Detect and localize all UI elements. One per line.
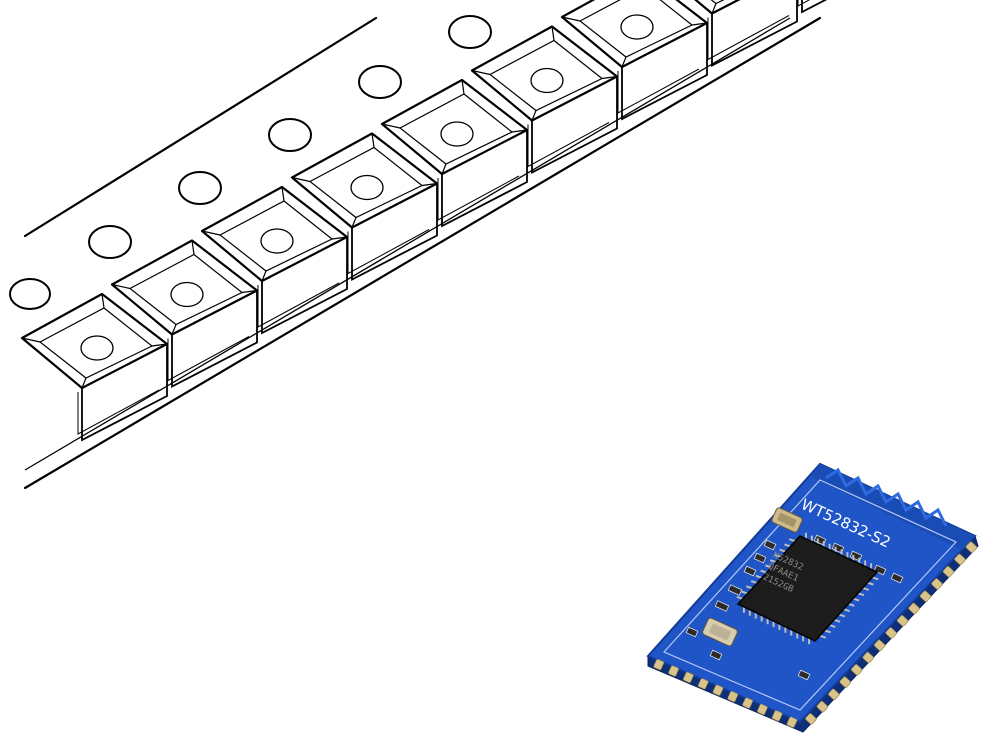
castellated-pad (771, 710, 783, 722)
chip-pin (819, 634, 827, 639)
tape-pocket (560, 0, 709, 121)
castellated-pad (873, 639, 886, 651)
bluetooth-module: WT52832-S2 (646, 462, 979, 733)
castellated-pad (942, 566, 955, 578)
castellated-pad (885, 627, 897, 639)
chip-pin (741, 590, 748, 595)
chip-pin (857, 592, 865, 597)
castellated-pad (757, 703, 768, 715)
capacitor (763, 539, 777, 551)
sprocket-hole (178, 171, 222, 205)
castellated-pad (839, 676, 851, 688)
crystal-oscillator (702, 617, 738, 647)
silkscreen-outline (662, 479, 958, 711)
castellated-pad (931, 578, 943, 590)
antenna-trace (825, 467, 948, 527)
castellated-pad (712, 684, 724, 696)
castellated-pad (653, 658, 665, 671)
chip-pin (736, 595, 744, 600)
chip-pin (871, 576, 879, 581)
chip-pin (765, 564, 772, 569)
castellated-pad (697, 678, 709, 690)
tape-pocket (694, 0, 798, 67)
resistor (727, 584, 743, 596)
castellated-pad (896, 615, 909, 627)
castellated-pad (742, 697, 753, 709)
castellated-pad (919, 590, 932, 602)
sprocket-hole (88, 225, 132, 259)
capacitor (685, 626, 699, 638)
chip-pin (867, 581, 874, 586)
chip-pin (788, 538, 796, 543)
sprocket-holes (9, 15, 492, 310)
tape-bottom-edge (23, 16, 822, 490)
tape-pockets (20, 0, 828, 442)
castellated-pad (683, 671, 694, 683)
chip-pin (745, 585, 753, 590)
resistor (714, 600, 730, 612)
chip-pin (769, 559, 777, 564)
castellated-pad (668, 665, 679, 677)
castellated-pads (653, 541, 978, 728)
tape-pocket (20, 292, 169, 442)
chip-pin (862, 586, 870, 591)
carrier-tape-illustration (9, 0, 828, 490)
capacitor (890, 572, 904, 584)
chip-pin (838, 613, 846, 618)
capacitor (709, 649, 723, 661)
chip-pin (760, 569, 767, 574)
sprocket-hole (448, 15, 492, 49)
antenna-area (810, 464, 975, 550)
tape-pocket (200, 185, 349, 335)
chip-pin (852, 597, 860, 602)
castellated-pad (816, 700, 828, 713)
castellated-pad (727, 690, 739, 703)
capacitor (743, 565, 757, 577)
chip-pin (784, 543, 791, 548)
sprocket-hole (358, 65, 402, 99)
chip-pin (779, 548, 787, 553)
castellated-pad (805, 713, 817, 725)
tape-pocket (797, 0, 828, 14)
chip-pins (736, 532, 879, 645)
capacitor (753, 552, 767, 564)
chip-pin (843, 608, 850, 613)
sprocket-hole (9, 278, 51, 310)
castellated-pad (908, 602, 920, 615)
castellated-pad (850, 664, 863, 676)
sprocket-hole (268, 118, 312, 152)
tape-pocket (470, 25, 619, 174)
chip-pin (750, 580, 758, 585)
nrf52832-chip: N52832 QFAAE1 2152GB (736, 532, 879, 645)
chip-pin (833, 618, 841, 623)
capacitor (797, 669, 811, 681)
passive-components (685, 534, 904, 681)
tape-pocket (110, 239, 259, 388)
castellated-pad (954, 553, 966, 566)
chip-pin (774, 553, 782, 558)
tape-pocket (290, 132, 439, 281)
capacitor (873, 564, 887, 576)
tape-pocket (380, 78, 529, 228)
chip-pin (755, 574, 763, 579)
chip-pin (848, 602, 855, 607)
chip-pin (824, 629, 831, 634)
tape-inner-edge (24, 17, 791, 471)
castellated-pad (862, 651, 874, 664)
chip-pin (828, 624, 836, 629)
castellated-pad (828, 688, 840, 701)
castellated-pad (965, 541, 978, 553)
crystal-oscillator (771, 507, 803, 533)
tape-top-edge (23, 16, 378, 238)
castellated-pad (786, 716, 798, 728)
chip-body (736, 535, 879, 642)
